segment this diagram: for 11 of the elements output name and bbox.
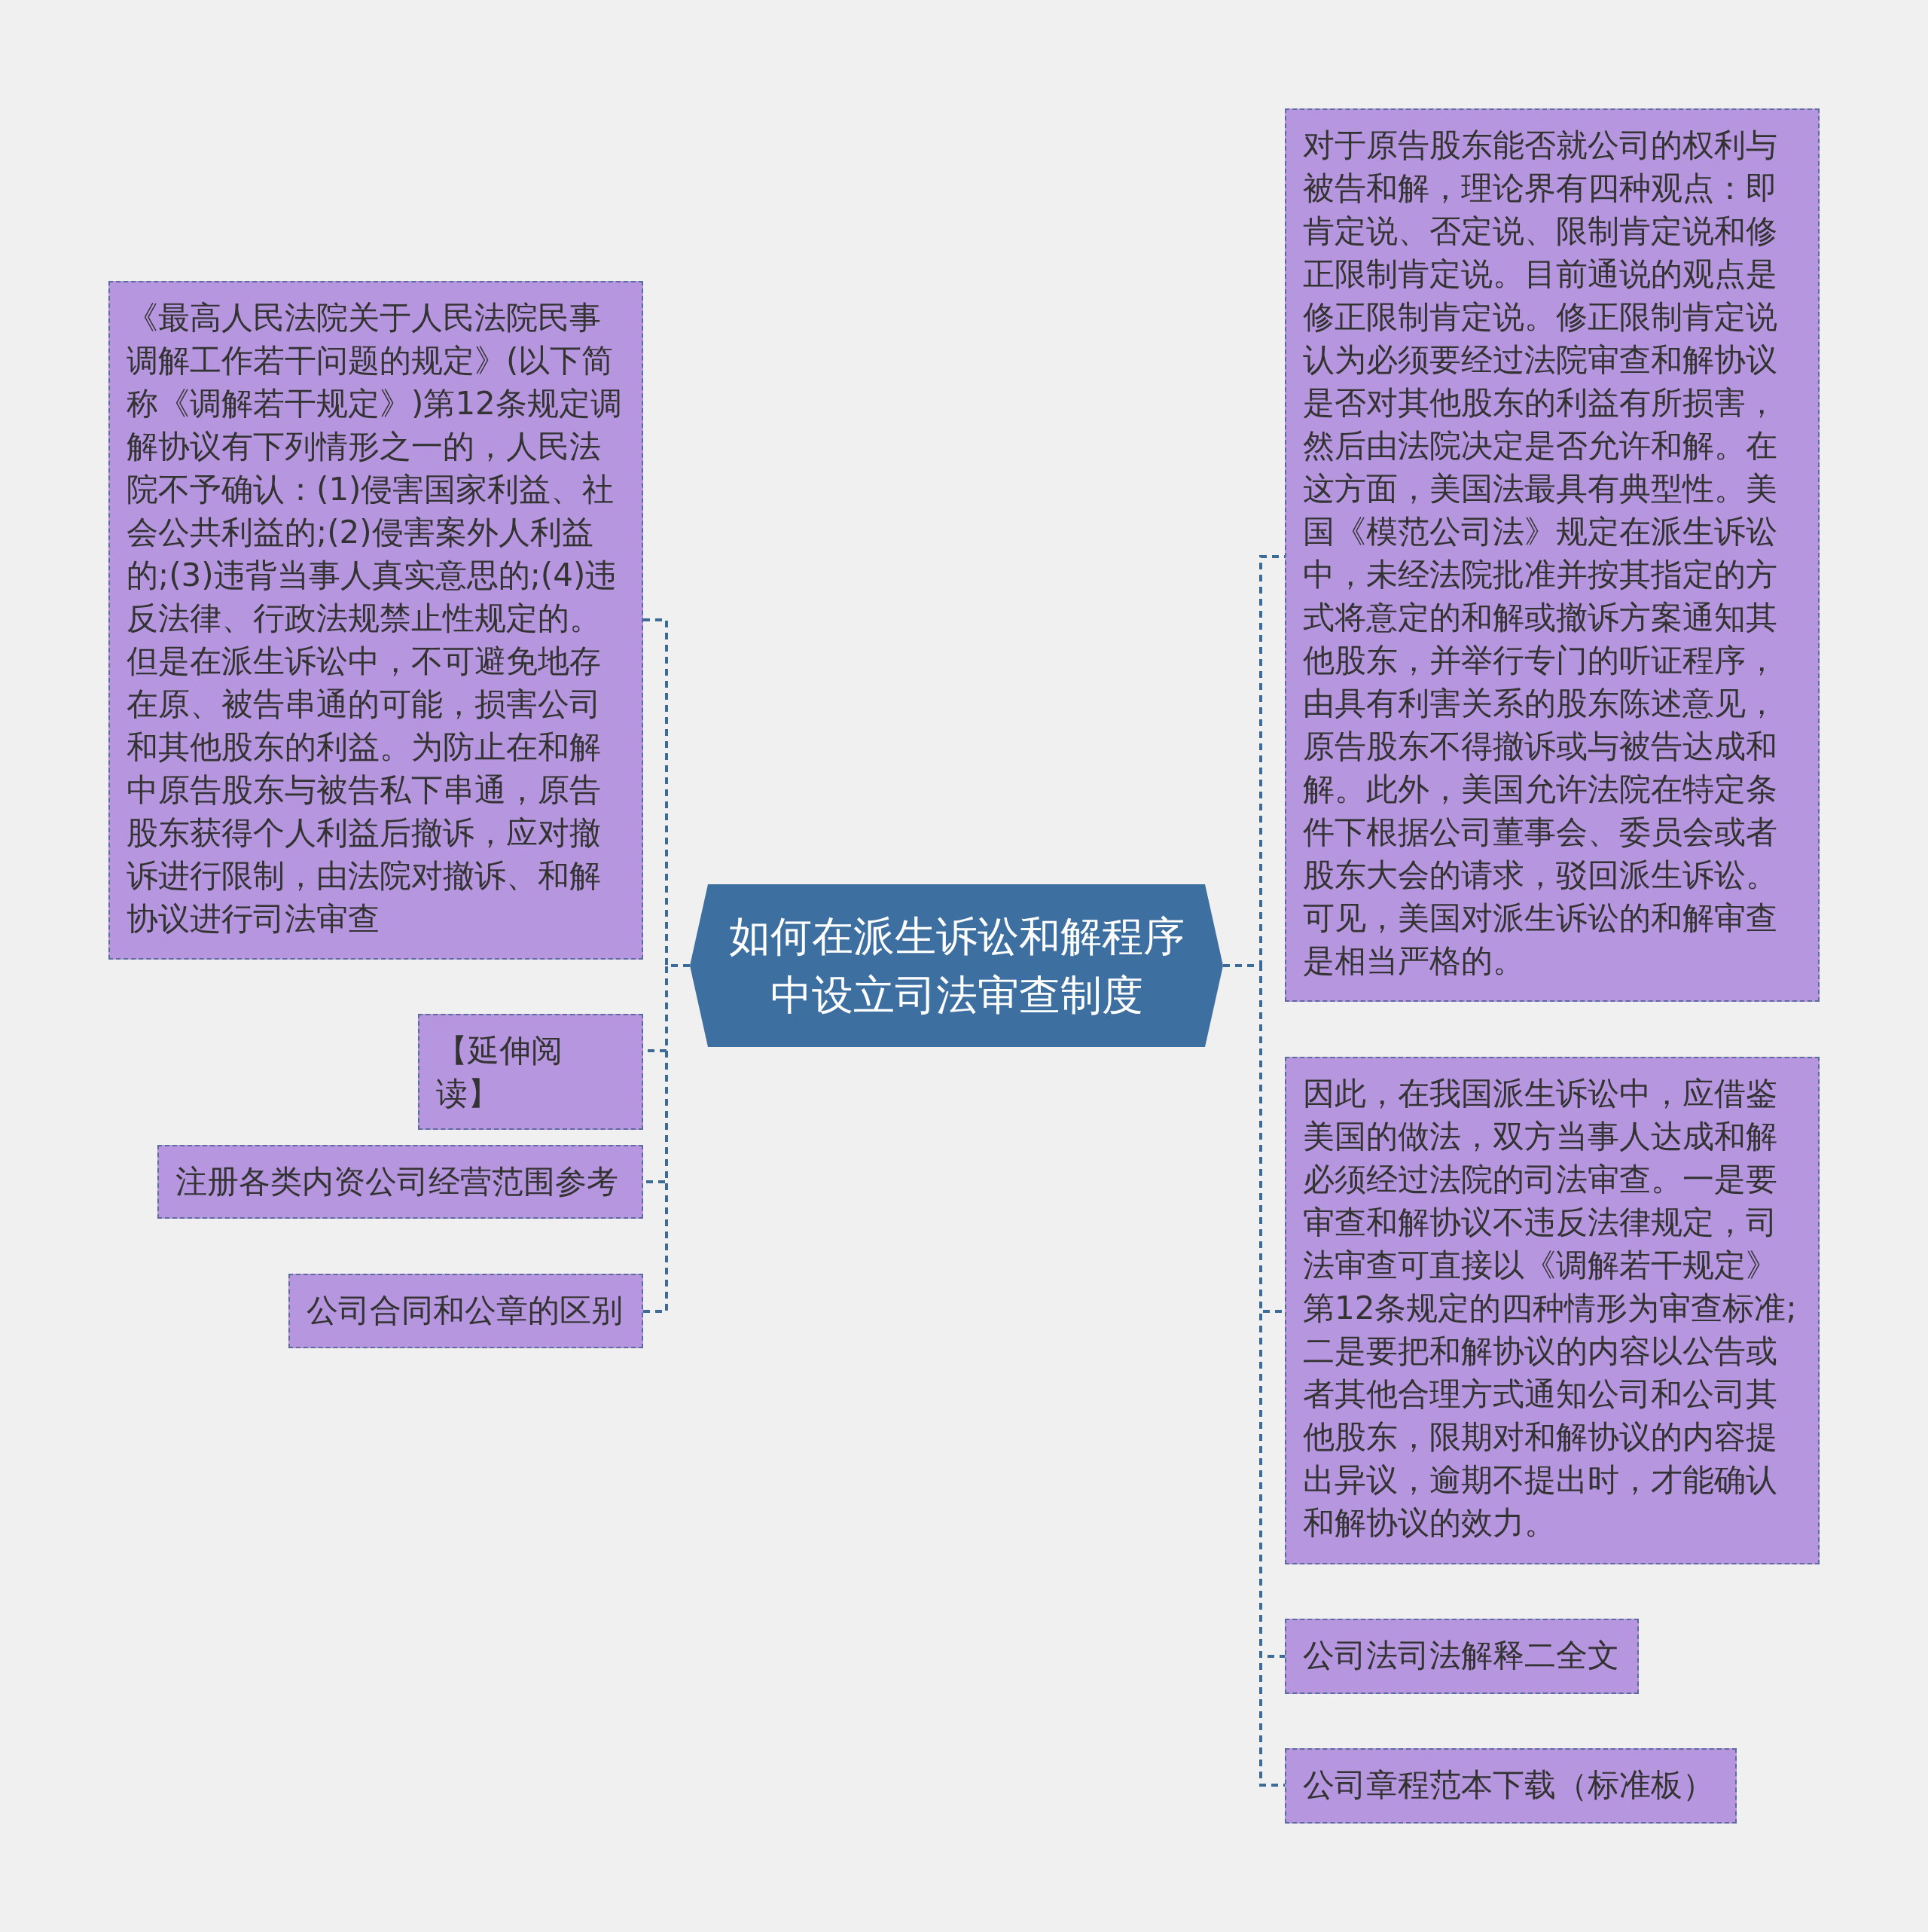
topic-box: 公司合同和公章的区别 bbox=[288, 1274, 643, 1348]
topic-box: 公司章程范本下载（标准板） bbox=[1285, 1748, 1737, 1824]
topic-title: 如何在派生诉讼和解程序中设立司法审查制度 bbox=[728, 911, 1185, 1021]
connector-line bbox=[643, 964, 690, 1313]
topic-box: 注册各类内资公司经营范围参考 bbox=[157, 1145, 643, 1219]
topic-box: 《最高人民法院关于人民法院民事调解工作若干问题的规定》(以下简称《调解若干规定》)第12条规定调解协议有下列情形之一的，人民法院不予确认：(1)侵害国家利益、社会公共利益的;(2)侵害案外人利益的;(3)违背当事人真实意思的;(4)违反法律、行政法规禁止性规定的。但是在派生诉讼中，不可避免地存在原、被告串通的可能，损害公司和其他股东的利益。为防止在和解中原告股东与被告私下串通，原告股东获得个人利益后撤诉，应对撤诉进行限制，由法院对撤诉、和解协议进行司法审查 bbox=[108, 281, 643, 960]
topic-box: 【延伸阅读】 bbox=[418, 1014, 643, 1130]
topic-box: 因此，在我国派生诉讼中，应借鉴美国的做法，双方当事人达成和解必须经过法院的司法审查。一是要审查和解协议不违反法律规定，司法审查可直接以《调解若干规定》第12条规定的四种情形为审查标准;二是要把和解协议的内容以公告或者其他合理方式通知公司和公司其他股东，限期对和解协议的内容提出异议，逾期不提出时，才能确认和解协议的效力。 bbox=[1285, 1057, 1820, 1564]
topic-hexagon bbox=[690, 884, 1223, 1047]
topic-box: 公司法司法解释二全文 bbox=[1285, 1619, 1639, 1694]
topic-box: 对于原告股东能否就公司的权利与被告和解，理论界有四种观点：即肯定说、否定说、限制肯定说和修正限制肯定说。目前通说的观点是修正限制肯定说。修正限制肯定说认为必须要经过法院审查和解协议是否对其他股东的利益有所损害，然后由法院决定是否允许和解。在这方面，美国法最具有典型性。美国《模范公司法》规定在派生诉讼中，未经法院批准并按其指定的方式将意定的和解或撤诉方案通知其他股东，并举行专门的听证程序，由具有利害关系的股东陈述意见，原告股东不得撤诉或与被告达成和解。此外，美国允许法院在特定条件下根据公司董事会、委员会或者股东大会的请求，驳回派生诉讼。可见，美国对派生诉讼的和解审查是相当严格的。 bbox=[1285, 108, 1820, 1002]
